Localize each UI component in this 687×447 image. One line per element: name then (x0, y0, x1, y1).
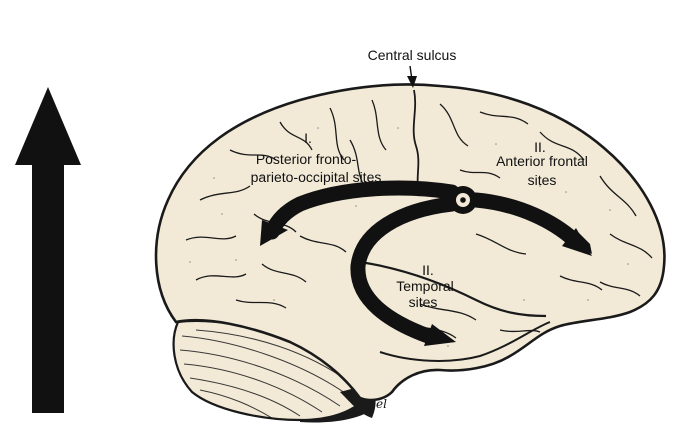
artist-signature: el (376, 397, 387, 411)
region2a-numeral: II. (534, 139, 546, 155)
region2b-numeral: II. (422, 262, 434, 278)
pathway-arrows (264, 180, 582, 344)
anterior-arrow (468, 192, 582, 248)
region1-line2: parieto-occipital sites (251, 169, 382, 185)
central-sulcus-label: Central sulcus (368, 47, 457, 63)
region1-line1: Posterior fronto- (256, 151, 357, 167)
region2a-line2: sites (528, 172, 557, 188)
region2b-line1: Temporal (396, 278, 454, 294)
region2a-line1: Anterior frontal (496, 153, 588, 169)
cerebrum (154, 83, 666, 402)
region2b-line2: sites (409, 294, 438, 310)
region1-numeral: I. (304, 130, 312, 146)
central-sulcus-pointer-icon (407, 65, 417, 88)
posterior-arrow (264, 180, 460, 240)
arrowheads (260, 220, 592, 346)
temporal-arrow (350, 196, 460, 344)
vertical-up-arrow (15, 87, 81, 413)
origin-point-icon (449, 186, 477, 214)
